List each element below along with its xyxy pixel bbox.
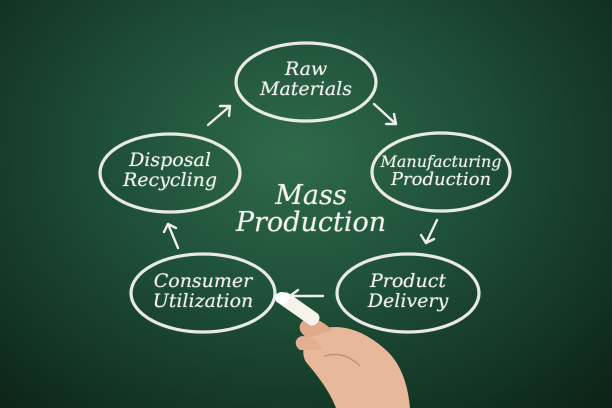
- hand-with-chalk: [275, 292, 410, 408]
- node-raw-materials-line2: Materials: [260, 77, 352, 100]
- node-outline-disposal-recycling: [98, 132, 242, 214]
- arrow-disposal-to-raw: [206, 104, 232, 127]
- node-outline-manufacturing-production: [370, 131, 512, 213]
- node-consumer-utilization: Consumer Utilization: [139, 270, 267, 312]
- center-label-line1: Mass: [275, 180, 347, 211]
- node-consumer-utilization-line2: Utilization: [152, 289, 254, 312]
- node-outline-consumer-utilization: [129, 252, 277, 334]
- center-label: Mass Production: [226, 182, 396, 236]
- node-raw-materials: Raw Materials: [250, 58, 362, 100]
- node-disposal-recycling-line1: Disposal: [129, 149, 211, 171]
- arrow-consumer-to-disposal: [162, 222, 180, 250]
- node-product-delivery: Product Delivery: [350, 270, 466, 312]
- node-outline-product-delivery: [335, 252, 481, 334]
- node-consumer-utilization-line1: Consumer: [153, 270, 253, 292]
- node-manufacturing-production-line1: Manufacturing: [380, 152, 502, 171]
- center-label-line2: Production: [235, 207, 387, 238]
- node-disposal-recycling: Disposal Recycling: [112, 149, 228, 191]
- arrow-manufacturing-to-delivery: [419, 218, 439, 245]
- node-product-delivery-line2: Delivery: [367, 289, 449, 312]
- node-product-delivery-line1: Product: [370, 270, 446, 292]
- node-manufacturing-production: Manufacturing Production: [376, 152, 506, 190]
- arrow-raw-to-manufacturing: [372, 102, 398, 126]
- node-disposal-recycling-line2: Recycling: [122, 168, 218, 191]
- node-manufacturing-production-line2: Production: [390, 168, 492, 190]
- node-raw-materials-line1: Raw: [284, 58, 328, 80]
- node-outline-raw-materials: [234, 41, 378, 123]
